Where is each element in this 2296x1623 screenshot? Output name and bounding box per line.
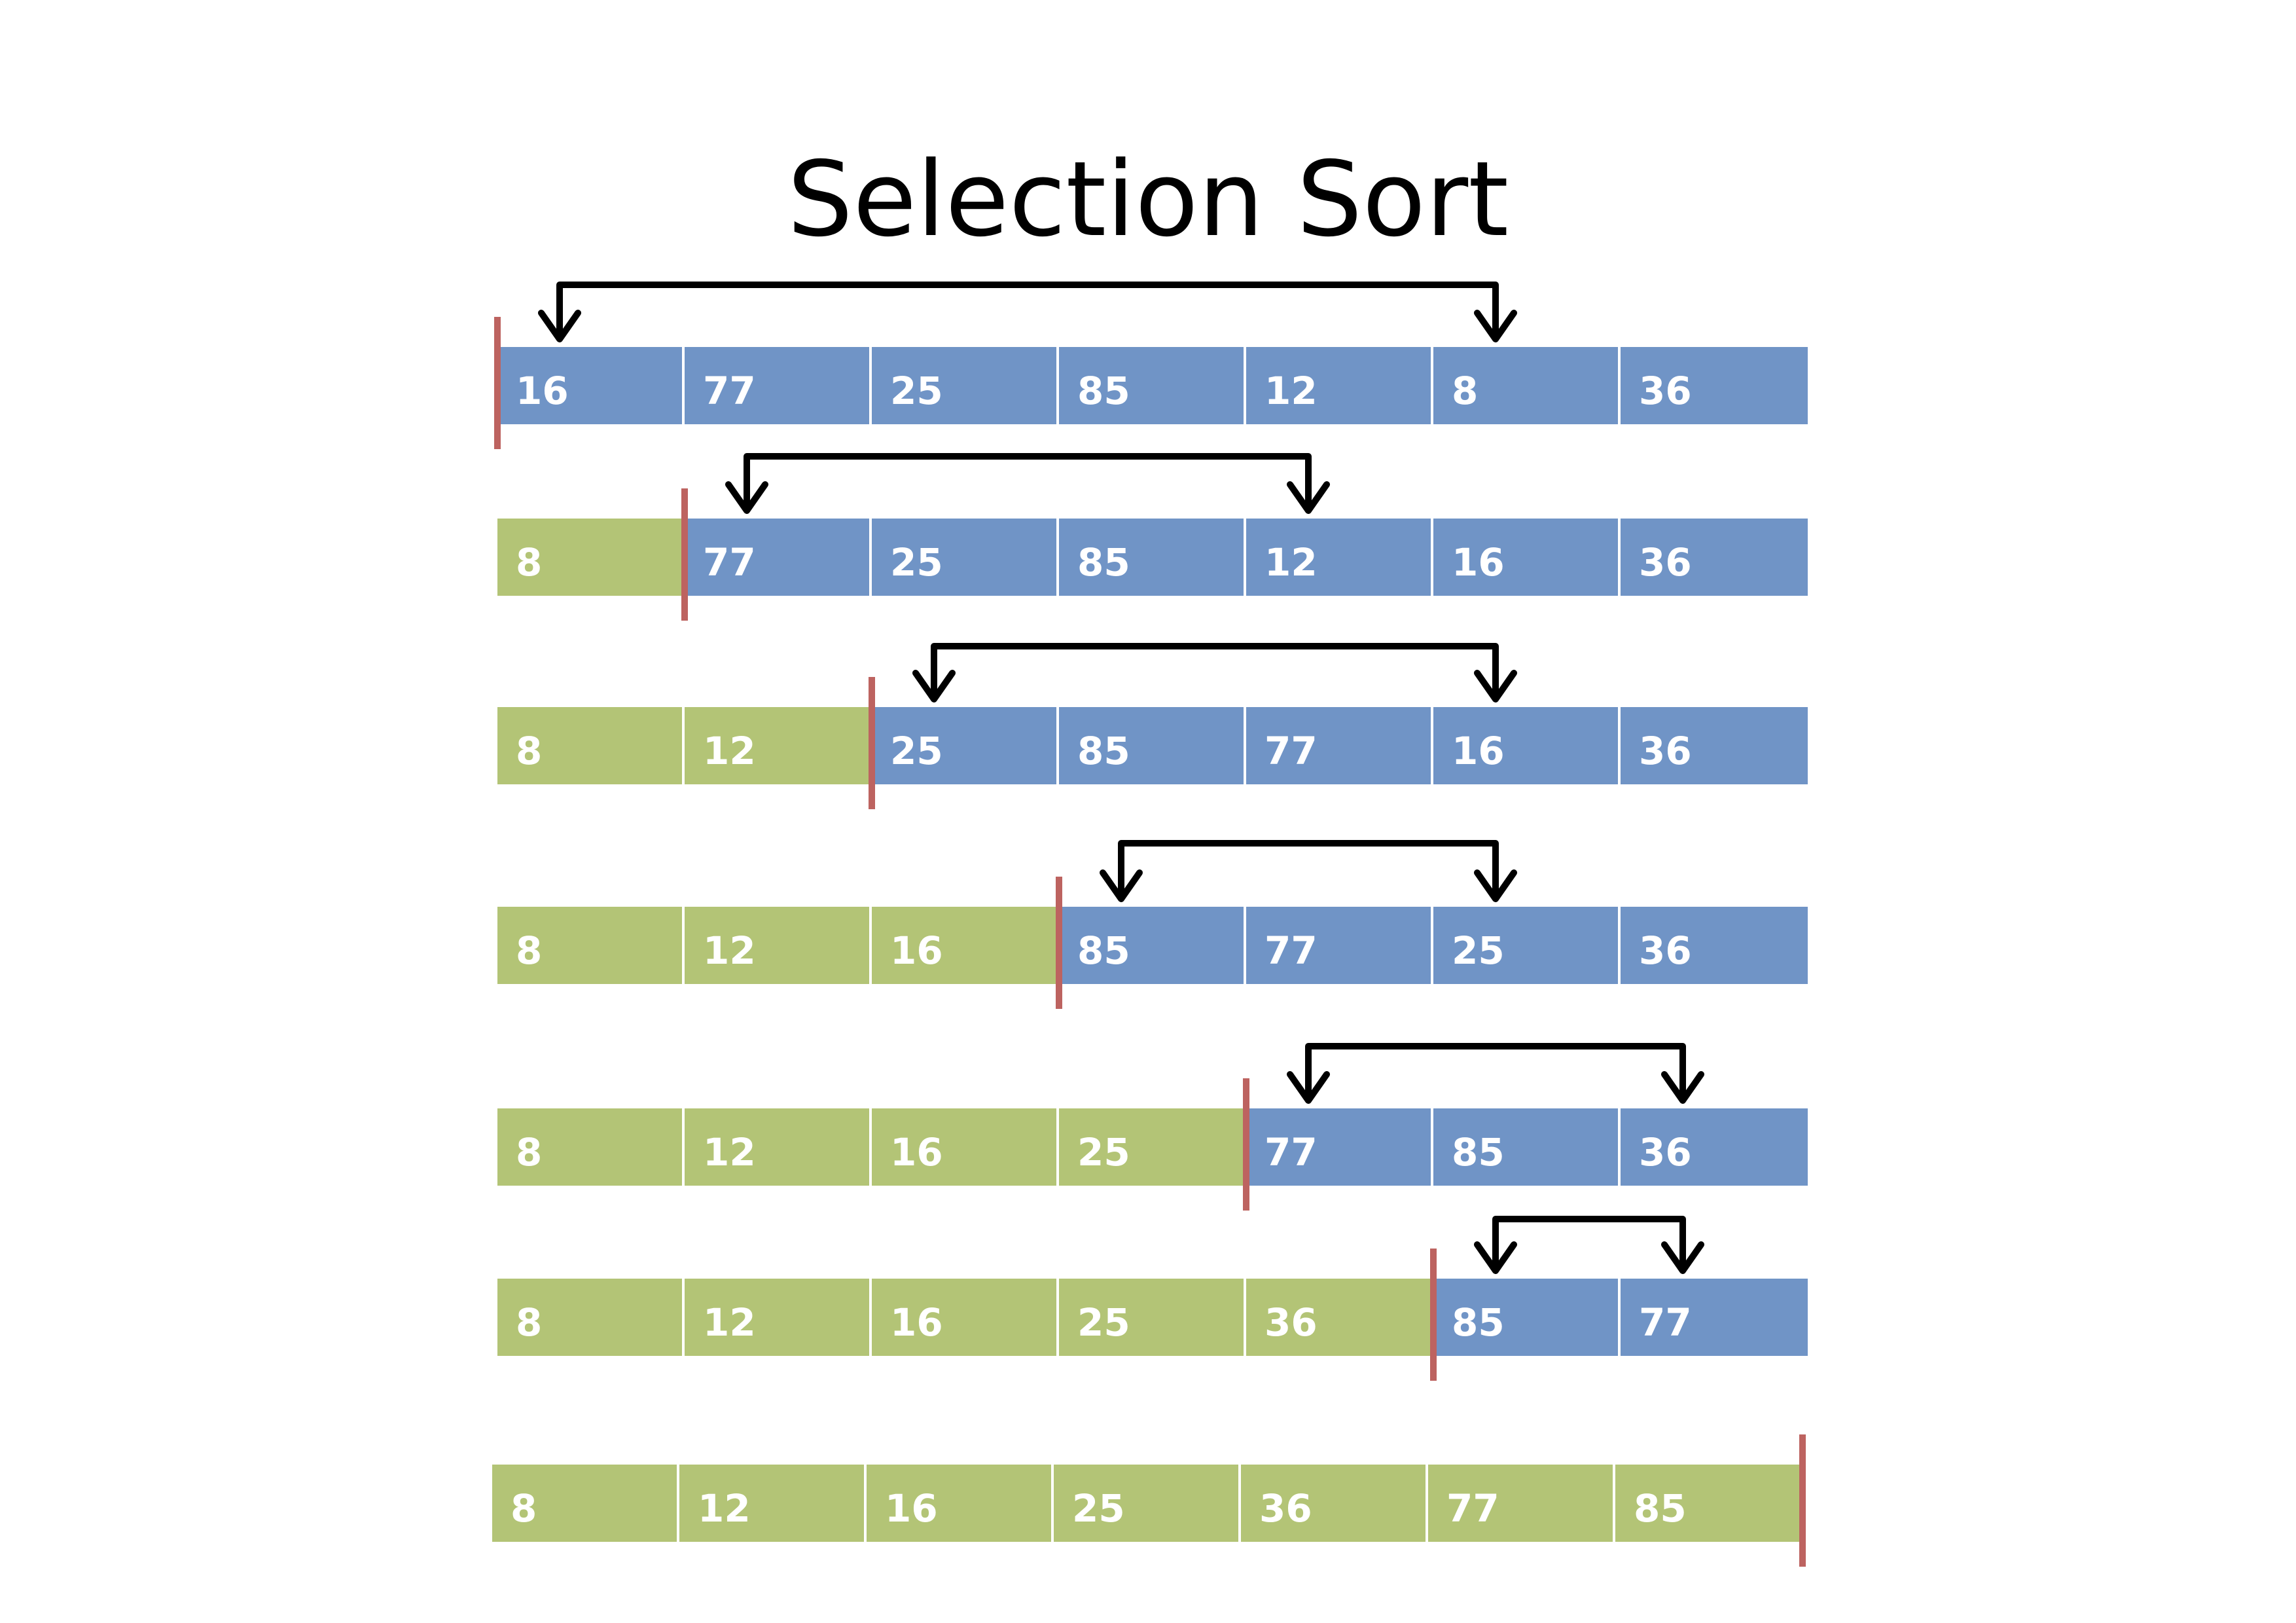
sorted-cell: 36 xyxy=(1241,1465,1428,1542)
arrowhead-down-icon xyxy=(1661,1071,1704,1104)
unsorted-cell: 8 xyxy=(1433,347,1621,424)
diagram-title: Selection Sort xyxy=(787,139,1509,260)
sorted-cell: 16 xyxy=(872,1108,1059,1186)
swap-arrow-icon xyxy=(725,453,1330,514)
boundary-marker-icon xyxy=(1430,1249,1437,1381)
sorted-cell: 8 xyxy=(492,1465,679,1542)
unsorted-cell: 77 xyxy=(685,347,872,424)
arrowhead-down-icon xyxy=(1100,869,1143,902)
arrowhead-down-icon xyxy=(1474,1241,1517,1274)
sorted-cell: 36 xyxy=(1246,1279,1433,1356)
unsorted-cell: 16 xyxy=(1433,519,1621,596)
unsorted-cell: 36 xyxy=(1621,519,1808,596)
arrowhead-down-icon xyxy=(1474,869,1517,902)
unsorted-cell: 16 xyxy=(1433,707,1621,784)
unsorted-cell: 36 xyxy=(1621,907,1808,984)
unsorted-cell: 77 xyxy=(1246,707,1433,784)
sorted-cell: 85 xyxy=(1615,1465,1803,1542)
sorted-cell: 12 xyxy=(679,1465,867,1542)
unsorted-cell: 85 xyxy=(1059,907,1246,984)
unsorted-cell: 12 xyxy=(1246,519,1433,596)
unsorted-cell: 77 xyxy=(1246,1108,1433,1186)
swap-arrow-line xyxy=(1118,840,1499,895)
swap-arrow-icon xyxy=(912,643,1517,702)
sorted-cell: 16 xyxy=(867,1465,1054,1542)
boundary-marker-icon xyxy=(1243,1078,1249,1211)
unsorted-cell: 25 xyxy=(1433,907,1621,984)
boundary-marker-icon xyxy=(1799,1434,1806,1567)
unsorted-cell: 85 xyxy=(1059,519,1246,596)
unsorted-cell: 77 xyxy=(1246,907,1433,984)
arrowhead-down-icon xyxy=(1661,1241,1704,1274)
unsorted-cell: 85 xyxy=(1433,1108,1621,1186)
unsorted-cell: 36 xyxy=(1621,1108,1808,1186)
unsorted-cell: 77 xyxy=(1621,1279,1808,1356)
sorted-cell: 12 xyxy=(685,907,872,984)
swap-arrow-icon xyxy=(1474,1216,1704,1274)
unsorted-cell: 85 xyxy=(1059,347,1246,424)
unsorted-cell: 12 xyxy=(1246,347,1433,424)
unsorted-cell: 85 xyxy=(1433,1279,1621,1356)
sorted-cell: 8 xyxy=(497,1279,685,1356)
sorted-cell: 25 xyxy=(1059,1108,1246,1186)
arrowhead-down-icon xyxy=(725,481,768,514)
sorted-cell: 8 xyxy=(497,907,685,984)
sorted-cell: 12 xyxy=(685,1279,872,1356)
boundary-marker-icon xyxy=(1056,877,1062,1009)
swap-arrow-line xyxy=(1492,1216,1686,1267)
sorted-cell: 12 xyxy=(685,707,872,784)
sorted-cell: 8 xyxy=(497,519,685,596)
swap-arrow-line xyxy=(556,282,1499,335)
unsorted-cell: 16 xyxy=(497,347,685,424)
boundary-marker-icon xyxy=(869,677,875,809)
swap-arrow-line xyxy=(931,643,1499,695)
swap-arrow-icon xyxy=(1287,1043,1704,1104)
sorted-cell: 8 xyxy=(497,707,685,784)
sorted-cell: 25 xyxy=(1054,1465,1241,1542)
swap-arrow-line xyxy=(1305,1043,1686,1097)
unsorted-cell: 36 xyxy=(1621,347,1808,424)
arrowhead-down-icon xyxy=(1474,670,1517,702)
boundary-marker-icon xyxy=(494,317,501,449)
sorted-cell: 77 xyxy=(1428,1465,1615,1542)
sorted-cell: 16 xyxy=(872,907,1059,984)
sorted-cell: 25 xyxy=(1059,1279,1246,1356)
unsorted-cell: 36 xyxy=(1621,707,1808,784)
arrowhead-down-icon xyxy=(538,310,581,342)
unsorted-cell: 85 xyxy=(1059,707,1246,784)
swap-arrow-line xyxy=(744,453,1312,507)
swap-arrow-icon xyxy=(538,282,1517,342)
boundary-marker-icon xyxy=(681,488,688,621)
sorted-cell: 8 xyxy=(497,1108,685,1186)
sorted-cell: 16 xyxy=(872,1279,1059,1356)
unsorted-cell: 25 xyxy=(872,347,1059,424)
arrowhead-down-icon xyxy=(1287,481,1330,514)
arrowhead-down-icon xyxy=(912,670,956,702)
unsorted-cell: 25 xyxy=(872,519,1059,596)
unsorted-cell: 25 xyxy=(872,707,1059,784)
sorted-cell: 12 xyxy=(685,1108,872,1186)
unsorted-cell: 77 xyxy=(685,519,872,596)
arrowhead-down-icon xyxy=(1287,1071,1330,1104)
swap-arrow-icon xyxy=(1100,840,1517,902)
arrowhead-down-icon xyxy=(1474,310,1517,342)
